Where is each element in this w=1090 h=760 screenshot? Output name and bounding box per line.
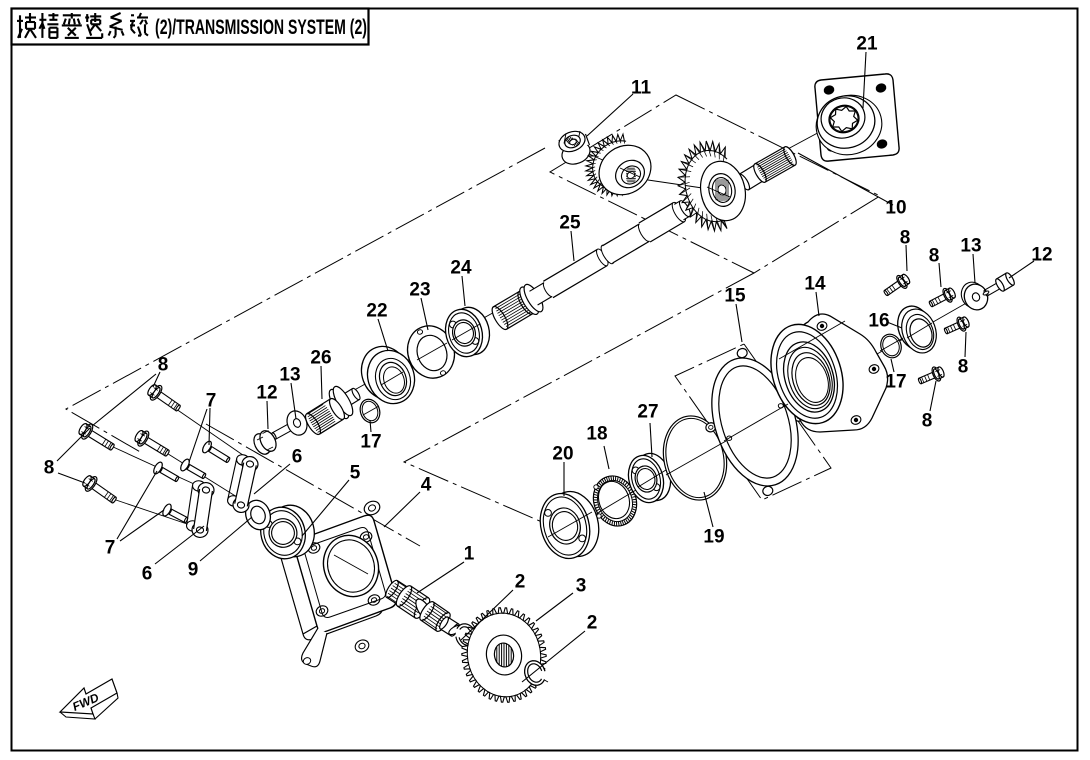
svg-text:20: 20: [552, 444, 573, 465]
svg-text:24: 24: [450, 258, 472, 279]
svg-text:18: 18: [586, 424, 607, 445]
svg-text:8: 8: [44, 458, 55, 479]
svg-text:8: 8: [929, 246, 940, 267]
svg-text:6: 6: [142, 564, 153, 585]
svg-text:3: 3: [576, 576, 587, 597]
svg-text:10: 10: [885, 198, 906, 219]
svg-text:8: 8: [158, 355, 169, 376]
svg-text:8: 8: [958, 357, 969, 378]
svg-text:8: 8: [922, 411, 933, 432]
svg-text:4: 4: [421, 475, 432, 496]
svg-text:5: 5: [350, 463, 361, 484]
svg-text:27: 27: [637, 402, 658, 423]
svg-text:19: 19: [703, 527, 724, 548]
svg-text:7: 7: [206, 391, 217, 412]
svg-text:12: 12: [256, 383, 277, 404]
svg-text:6: 6: [292, 447, 303, 468]
svg-text:12: 12: [1031, 245, 1052, 266]
svg-text:17: 17: [885, 372, 906, 393]
svg-text:21: 21: [856, 34, 878, 55]
svg-text:26: 26: [310, 348, 331, 369]
svg-text:11: 11: [631, 78, 652, 99]
svg-text:7: 7: [105, 538, 116, 559]
svg-text:13: 13: [279, 365, 300, 386]
svg-text:22: 22: [366, 301, 387, 322]
svg-text:13: 13: [960, 236, 981, 257]
svg-text:2: 2: [587, 613, 598, 634]
svg-text:23: 23: [409, 280, 430, 301]
svg-text:(2)/TRANSMISSION SYSTEM (2): (2)/TRANSMISSION SYSTEM (2): [155, 16, 367, 39]
svg-text:25: 25: [559, 213, 581, 234]
svg-text:9: 9: [188, 560, 199, 581]
svg-text:16: 16: [868, 311, 889, 332]
svg-text:8: 8: [900, 228, 911, 249]
svg-text:17: 17: [360, 432, 381, 453]
svg-text:1: 1: [464, 544, 475, 565]
svg-text:14: 14: [804, 274, 826, 295]
svg-text:2: 2: [515, 572, 526, 593]
svg-text:15: 15: [724, 286, 746, 307]
